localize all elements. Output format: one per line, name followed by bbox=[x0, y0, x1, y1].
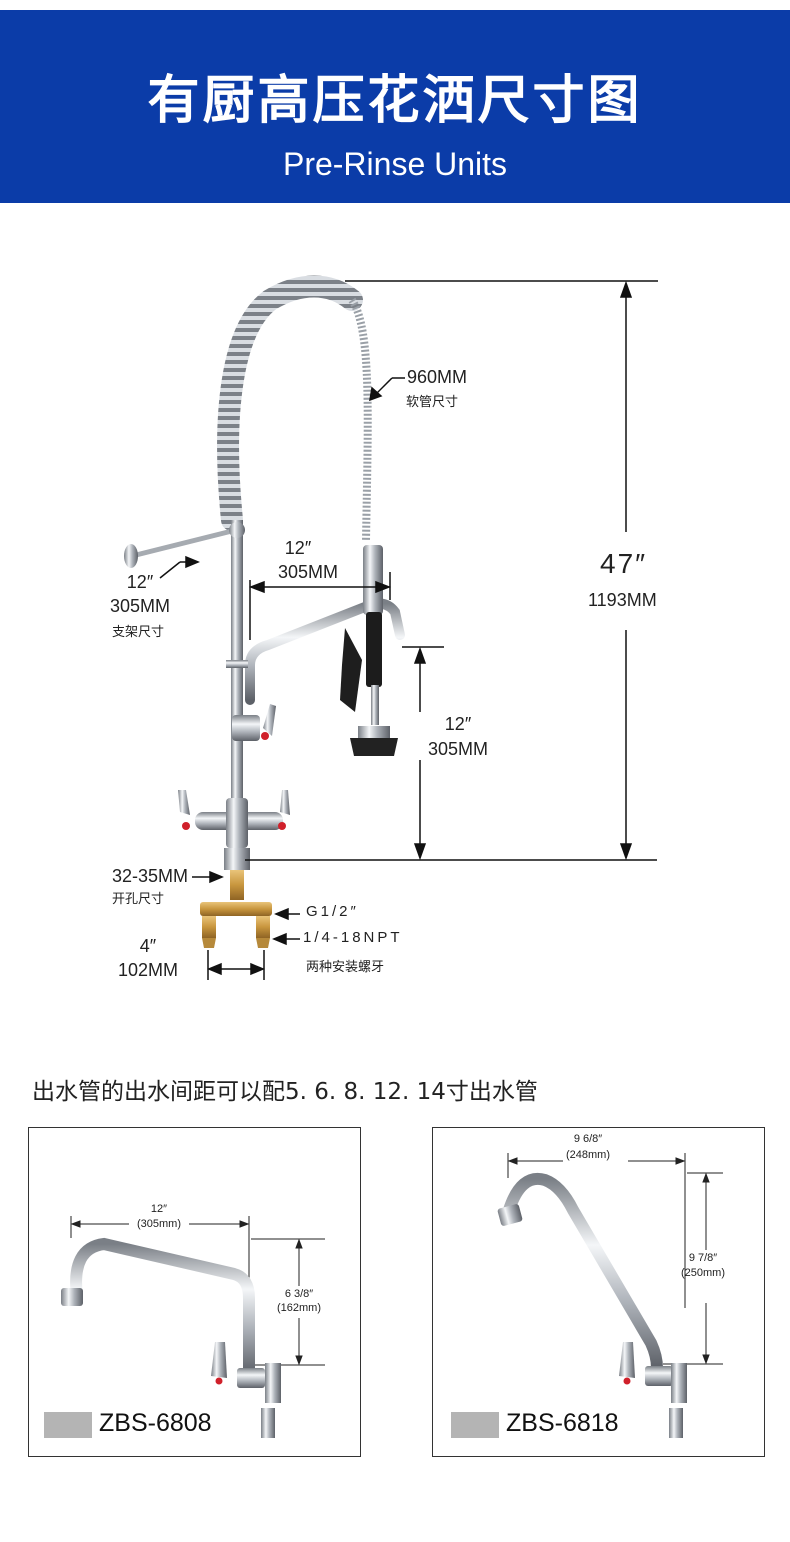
model-card-zbs-6808: 12″ (305mm) 6 3/8″ (162mm) ZBS-6808 bbox=[28, 1127, 361, 1457]
total-height-inch: 47″ bbox=[600, 548, 648, 579]
left-valve-handle bbox=[178, 790, 190, 815]
zbs-6808-swatch bbox=[44, 1412, 92, 1438]
spray-grip bbox=[366, 612, 382, 687]
spray-trigger bbox=[340, 628, 362, 712]
zbs-6808-height-mm: (162mm) bbox=[276, 1302, 321, 1314]
left-valve-red-dot bbox=[182, 822, 190, 830]
upper-valve-body bbox=[232, 715, 260, 741]
zbs-6808-width-mm: (305mm) bbox=[136, 1218, 181, 1230]
model-card-zbs-6818: 9 6/8″ (248mm) 9 7/8″ (250mm) ZBS-6818 bbox=[432, 1127, 765, 1457]
zbs-6818-model-name: ZBS-6818 bbox=[506, 1409, 619, 1437]
header-banner: 有厨高压花洒尺寸图 Pre-Rinse Units bbox=[0, 10, 790, 203]
zbs-6818-spout-drawing bbox=[497, 1153, 723, 1438]
upper-valve-red-dot bbox=[261, 732, 269, 740]
hole-size-caption: 开孔尺寸 bbox=[112, 892, 165, 907]
spout-height-inch: 12″ bbox=[444, 714, 472, 734]
zbs-6818-height-mm: (250mm) bbox=[680, 1267, 725, 1279]
zbs-6818-height-inch: 9 7/8″ bbox=[688, 1252, 718, 1264]
upper-valve-handle bbox=[263, 704, 276, 736]
wall-bracket-plate bbox=[124, 544, 138, 568]
bracket-caption: 支架尺寸 bbox=[112, 625, 165, 640]
brass-inlet-body bbox=[200, 902, 272, 916]
spring-coil bbox=[217, 275, 363, 531]
spout-options-note: 出水管的出水间距可以配5. 6. 8. 12. 14寸出水管 bbox=[32, 1079, 538, 1105]
zbs-6818-width-mm: (248mm) bbox=[565, 1149, 610, 1161]
arm-width-mm: 305MM bbox=[278, 562, 339, 582]
thread-npt-label: 1/4-18NPT bbox=[303, 929, 403, 946]
zbs-6818-width-inch: 9 6/8″ bbox=[573, 1133, 603, 1145]
thread-caption: 两种安装螺牙 bbox=[306, 960, 385, 975]
zbs-6808-model-name: ZBS-6808 bbox=[99, 1409, 212, 1437]
spout-height-mm: 305MM bbox=[428, 739, 489, 759]
total-height-mm: 1193MM bbox=[588, 590, 657, 610]
hose-length-label: 960MM bbox=[407, 367, 468, 387]
hole-size-label: 32-35MM bbox=[112, 866, 189, 886]
zbs-6808-width-inch: 12″ bbox=[150, 1203, 168, 1215]
bracket-ring bbox=[229, 522, 245, 538]
spout-collar bbox=[226, 660, 248, 668]
spray-valve-body bbox=[363, 545, 383, 615]
dimension-lines bbox=[159, 280, 658, 980]
spray-stem bbox=[371, 685, 379, 725]
arm-width-inch: 12″ bbox=[284, 538, 312, 558]
center-distance-mm: 102MM bbox=[118, 960, 179, 980]
wall-bracket-arm bbox=[131, 527, 237, 559]
bracket-mm: 305MM bbox=[110, 596, 171, 616]
spray-nozzle bbox=[350, 738, 398, 756]
right-valve-handle bbox=[280, 790, 290, 815]
hose-length-caption: 软管尺寸 bbox=[406, 395, 459, 410]
zbs-6818-swatch bbox=[451, 1412, 499, 1438]
page-subtitle: Pre-Rinse Units bbox=[282, 146, 508, 182]
zbs-6808-spout-drawing bbox=[61, 1216, 325, 1438]
right-valve-red-dot bbox=[278, 822, 286, 830]
page-title: 有厨高压花洒尺寸图 bbox=[147, 71, 643, 131]
flexible-hose bbox=[348, 297, 372, 541]
mounting-shank bbox=[224, 848, 250, 870]
thread-g-label: G1/2″ bbox=[306, 903, 359, 920]
zbs-6808-height-inch: 6 3/8″ bbox=[284, 1288, 314, 1300]
swing-spout bbox=[245, 598, 405, 705]
center-distance-inch: 4″ bbox=[139, 936, 157, 956]
bracket-inch: 12″ bbox=[126, 572, 154, 592]
